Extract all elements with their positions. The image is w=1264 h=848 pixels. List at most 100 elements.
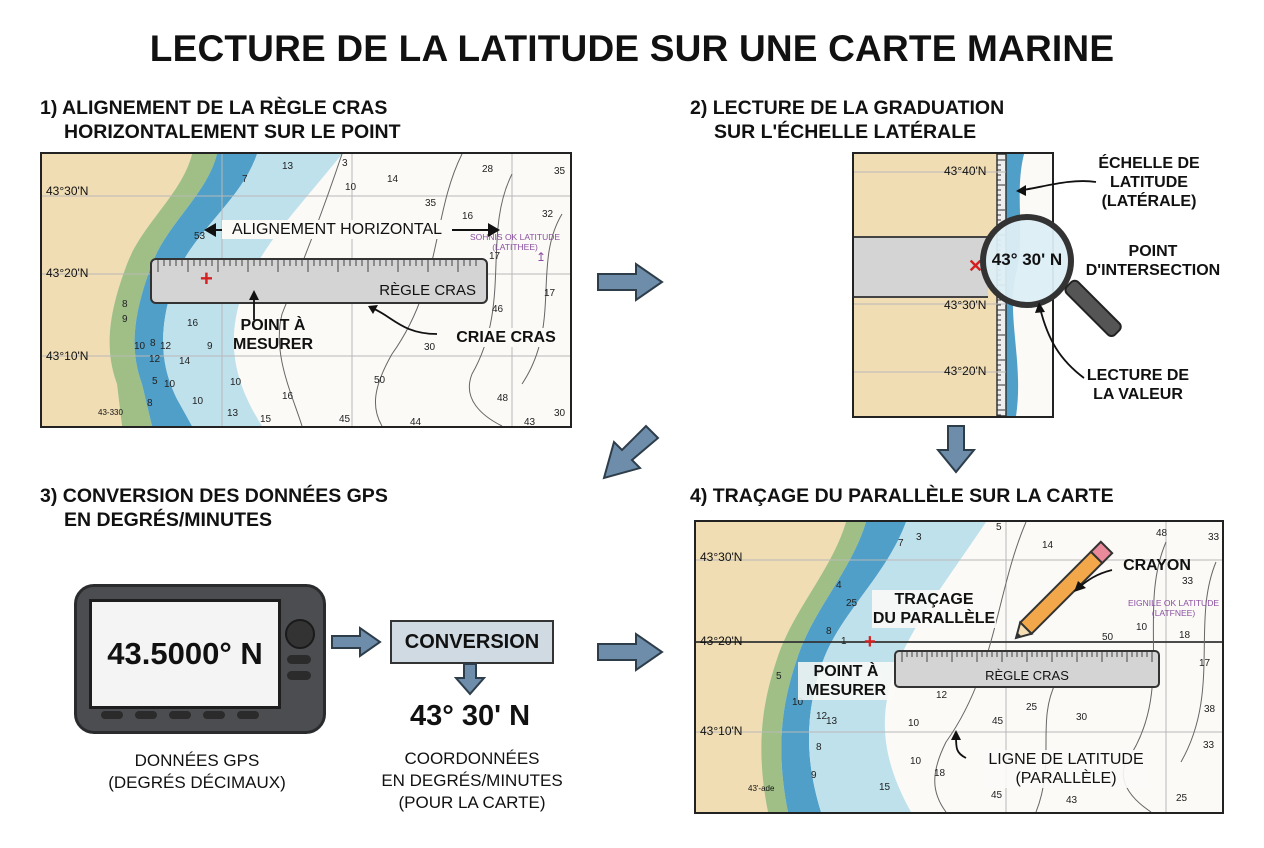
svg-text:14: 14 <box>1042 540 1054 551</box>
conversion-box: CONVERSION <box>390 620 554 664</box>
svg-text:53: 53 <box>194 231 206 242</box>
svg-text:12: 12 <box>816 711 828 722</box>
svg-text:10: 10 <box>345 182 357 193</box>
step3-heading-line1: 3) CONVERSION DES DONNÉES GPS <box>40 485 388 507</box>
svg-text:45: 45 <box>339 414 351 425</box>
svg-text:13: 13 <box>227 408 239 419</box>
svg-text:13: 13 <box>282 161 294 172</box>
svg-text:35: 35 <box>554 166 566 177</box>
step1-scale-note-line2: (LATITHEE) <box>492 242 538 252</box>
svg-text:16: 16 <box>462 211 474 222</box>
svg-text:30: 30 <box>554 408 566 419</box>
svg-text:43: 43 <box>524 417 536 426</box>
svg-text:7: 7 <box>898 538 904 549</box>
svg-text:28: 28 <box>482 164 494 175</box>
step2-callout-arrows <box>1016 180 1097 379</box>
step1-scale-note-line1: SOHNIS OK LATITUDE <box>470 232 561 242</box>
svg-text:9: 9 <box>207 341 213 352</box>
gps-bottom-button-4[interactable] <box>203 711 225 719</box>
step2-lat-label-1: 43°40'N <box>944 164 987 178</box>
step1-point-label: POINT À MESURER <box>228 316 318 354</box>
step4-scale-note-line1: EIGNILE OK LATITUDE <box>1128 598 1220 608</box>
gps-side-button-2[interactable] <box>287 671 311 680</box>
step1-heading-line1: 1) ALIGNEMENT DE LA RÈGLE CRAS <box>40 97 388 119</box>
step2-heading-line1: 2) LECTURE DE LA GRADUATION <box>690 97 1005 119</box>
svg-text:16: 16 <box>187 318 199 329</box>
step1-heading: 1) ALIGNEMENT DE LA RÈGLE CRAS HORIZONTA… <box>40 96 401 144</box>
step1-scale-note: SOHNIS OK LATITUDE (LATITHEE) <box>470 232 560 252</box>
intersection-label-line1: POINT <box>1128 243 1178 260</box>
svg-text:8: 8 <box>150 338 156 349</box>
gps-caption-line2: (DEGRÉS DÉCIMAUX) <box>108 773 286 792</box>
gps-bottom-button-3[interactable] <box>169 711 191 719</box>
intersection-label: POINT D'INTERSECTION <box>1080 242 1226 280</box>
gps-bottom-button-1[interactable] <box>101 711 123 719</box>
step1-lat-label-2: 43°20'N <box>46 266 89 280</box>
reading-label: LECTURE DE LA VALEUR <box>1076 366 1200 404</box>
step4-callout-arrows <box>951 569 1113 759</box>
arrow-to-conversion <box>331 626 382 658</box>
gps-screen: 43.5000° N <box>89 599 281 709</box>
step2-lat-label-2: 43°30'N <box>944 298 987 312</box>
step4-ruler-label: RÈGLE CRAS <box>985 668 1069 683</box>
svg-text:30: 30 <box>1076 712 1088 723</box>
svg-text:5: 5 <box>776 671 782 682</box>
step4-lat-label-3: 43°10'N <box>700 724 743 738</box>
svg-text:25: 25 <box>1026 702 1038 713</box>
intersection-marker-icon: ✕ <box>968 256 984 276</box>
tracing-label-line1: TRAÇAGE <box>894 591 974 608</box>
step4-cras-ruler[interactable]: RÈGLE CRAS <box>894 650 1160 688</box>
svg-text:25: 25 <box>1176 793 1188 804</box>
step1-ruler-callout: CRIAE CRAS <box>446 328 566 347</box>
result-caption-line1: COORDONNÉES <box>404 749 540 768</box>
svg-text:30: 30 <box>424 342 436 353</box>
latitude-line-label: LIGNE DE LATITUDE (PARALLÈLE) <box>982 750 1150 788</box>
page-title: LECTURE DE LA LATITUDE SUR UNE CARTE MAR… <box>149 28 1115 69</box>
conversion-result: 43° 30' N <box>409 700 531 732</box>
gps-dpad-icon[interactable] <box>285 619 315 649</box>
tracing-label-line2: DU PARALLÈLE <box>872 610 996 627</box>
pencil-label: CRAYON <box>1123 557 1191 574</box>
step1-lat-label-3: 43°10'N <box>46 349 89 363</box>
svg-text:10: 10 <box>1136 622 1148 633</box>
svg-text:12: 12 <box>936 690 948 701</box>
step4-heading-line1: 4) TRAÇAGE DU PARALLÈLE SUR LA CARTE <box>690 485 1114 507</box>
svg-text:8: 8 <box>147 398 153 409</box>
gps-bottom-button-5[interactable] <box>237 711 259 719</box>
arrow-diagonal <box>602 424 660 480</box>
arrow-down-1 <box>936 425 976 474</box>
svg-text:9: 9 <box>122 314 128 325</box>
svg-text:10: 10 <box>164 379 176 390</box>
latitude-line-label-line1: LIGNE DE LATITUDE <box>988 751 1144 768</box>
svg-text:44: 44 <box>410 417 422 426</box>
alignment-label: ALIGNEMENT HORIZONTAL <box>222 220 452 239</box>
step1-callout-arrows <box>249 290 438 335</box>
svg-text:50: 50 <box>1102 632 1114 643</box>
step4-heading: 4) TRAÇAGE DU PARALLÈLE SUR LA CARTE <box>690 484 1114 508</box>
gps-bottom-button-2[interactable] <box>135 711 157 719</box>
magnifier-value: 43° 30' N <box>991 250 1063 269</box>
result-caption-line2: EN DEGRÉS/MINUTES <box>381 771 563 790</box>
svg-text:17: 17 <box>489 251 501 262</box>
gps-side-button-1[interactable] <box>287 655 311 664</box>
step1-lat-label-1: 43°30'N <box>46 184 89 198</box>
svg-text:38: 38 <box>1204 704 1216 715</box>
svg-text:45: 45 <box>991 790 1003 801</box>
svg-text:10: 10 <box>230 377 242 388</box>
step1-heading-line2: HORIZONTALEMENT SUR LE POINT <box>64 121 401 143</box>
step4-scale-note: EIGNILE OK LATITUDE (LATFNEE) <box>1128 598 1219 618</box>
svg-text:9: 9 <box>811 770 817 781</box>
svg-text:45: 45 <box>992 716 1004 727</box>
gps-caption-line1: DONNÉES GPS <box>134 751 260 770</box>
cras-ruler[interactable]: RÈGLE CRAS <box>150 258 488 304</box>
reading-label-line2: LA VALEUR <box>1093 386 1183 403</box>
step2-heading-line2: SUR L'ÉCHELLE LATÉRALE <box>714 121 977 143</box>
svg-text:33: 33 <box>1208 532 1220 543</box>
svg-text:10: 10 <box>908 718 920 729</box>
step2-heading: 2) LECTURE DE LA GRADUATION SUR L'ÉCHELL… <box>690 96 1004 144</box>
step2-lat-label-3: 43°20'N <box>944 364 987 378</box>
svg-text:17: 17 <box>1199 658 1211 669</box>
step4-point-label-line2: MESURER <box>805 682 886 699</box>
